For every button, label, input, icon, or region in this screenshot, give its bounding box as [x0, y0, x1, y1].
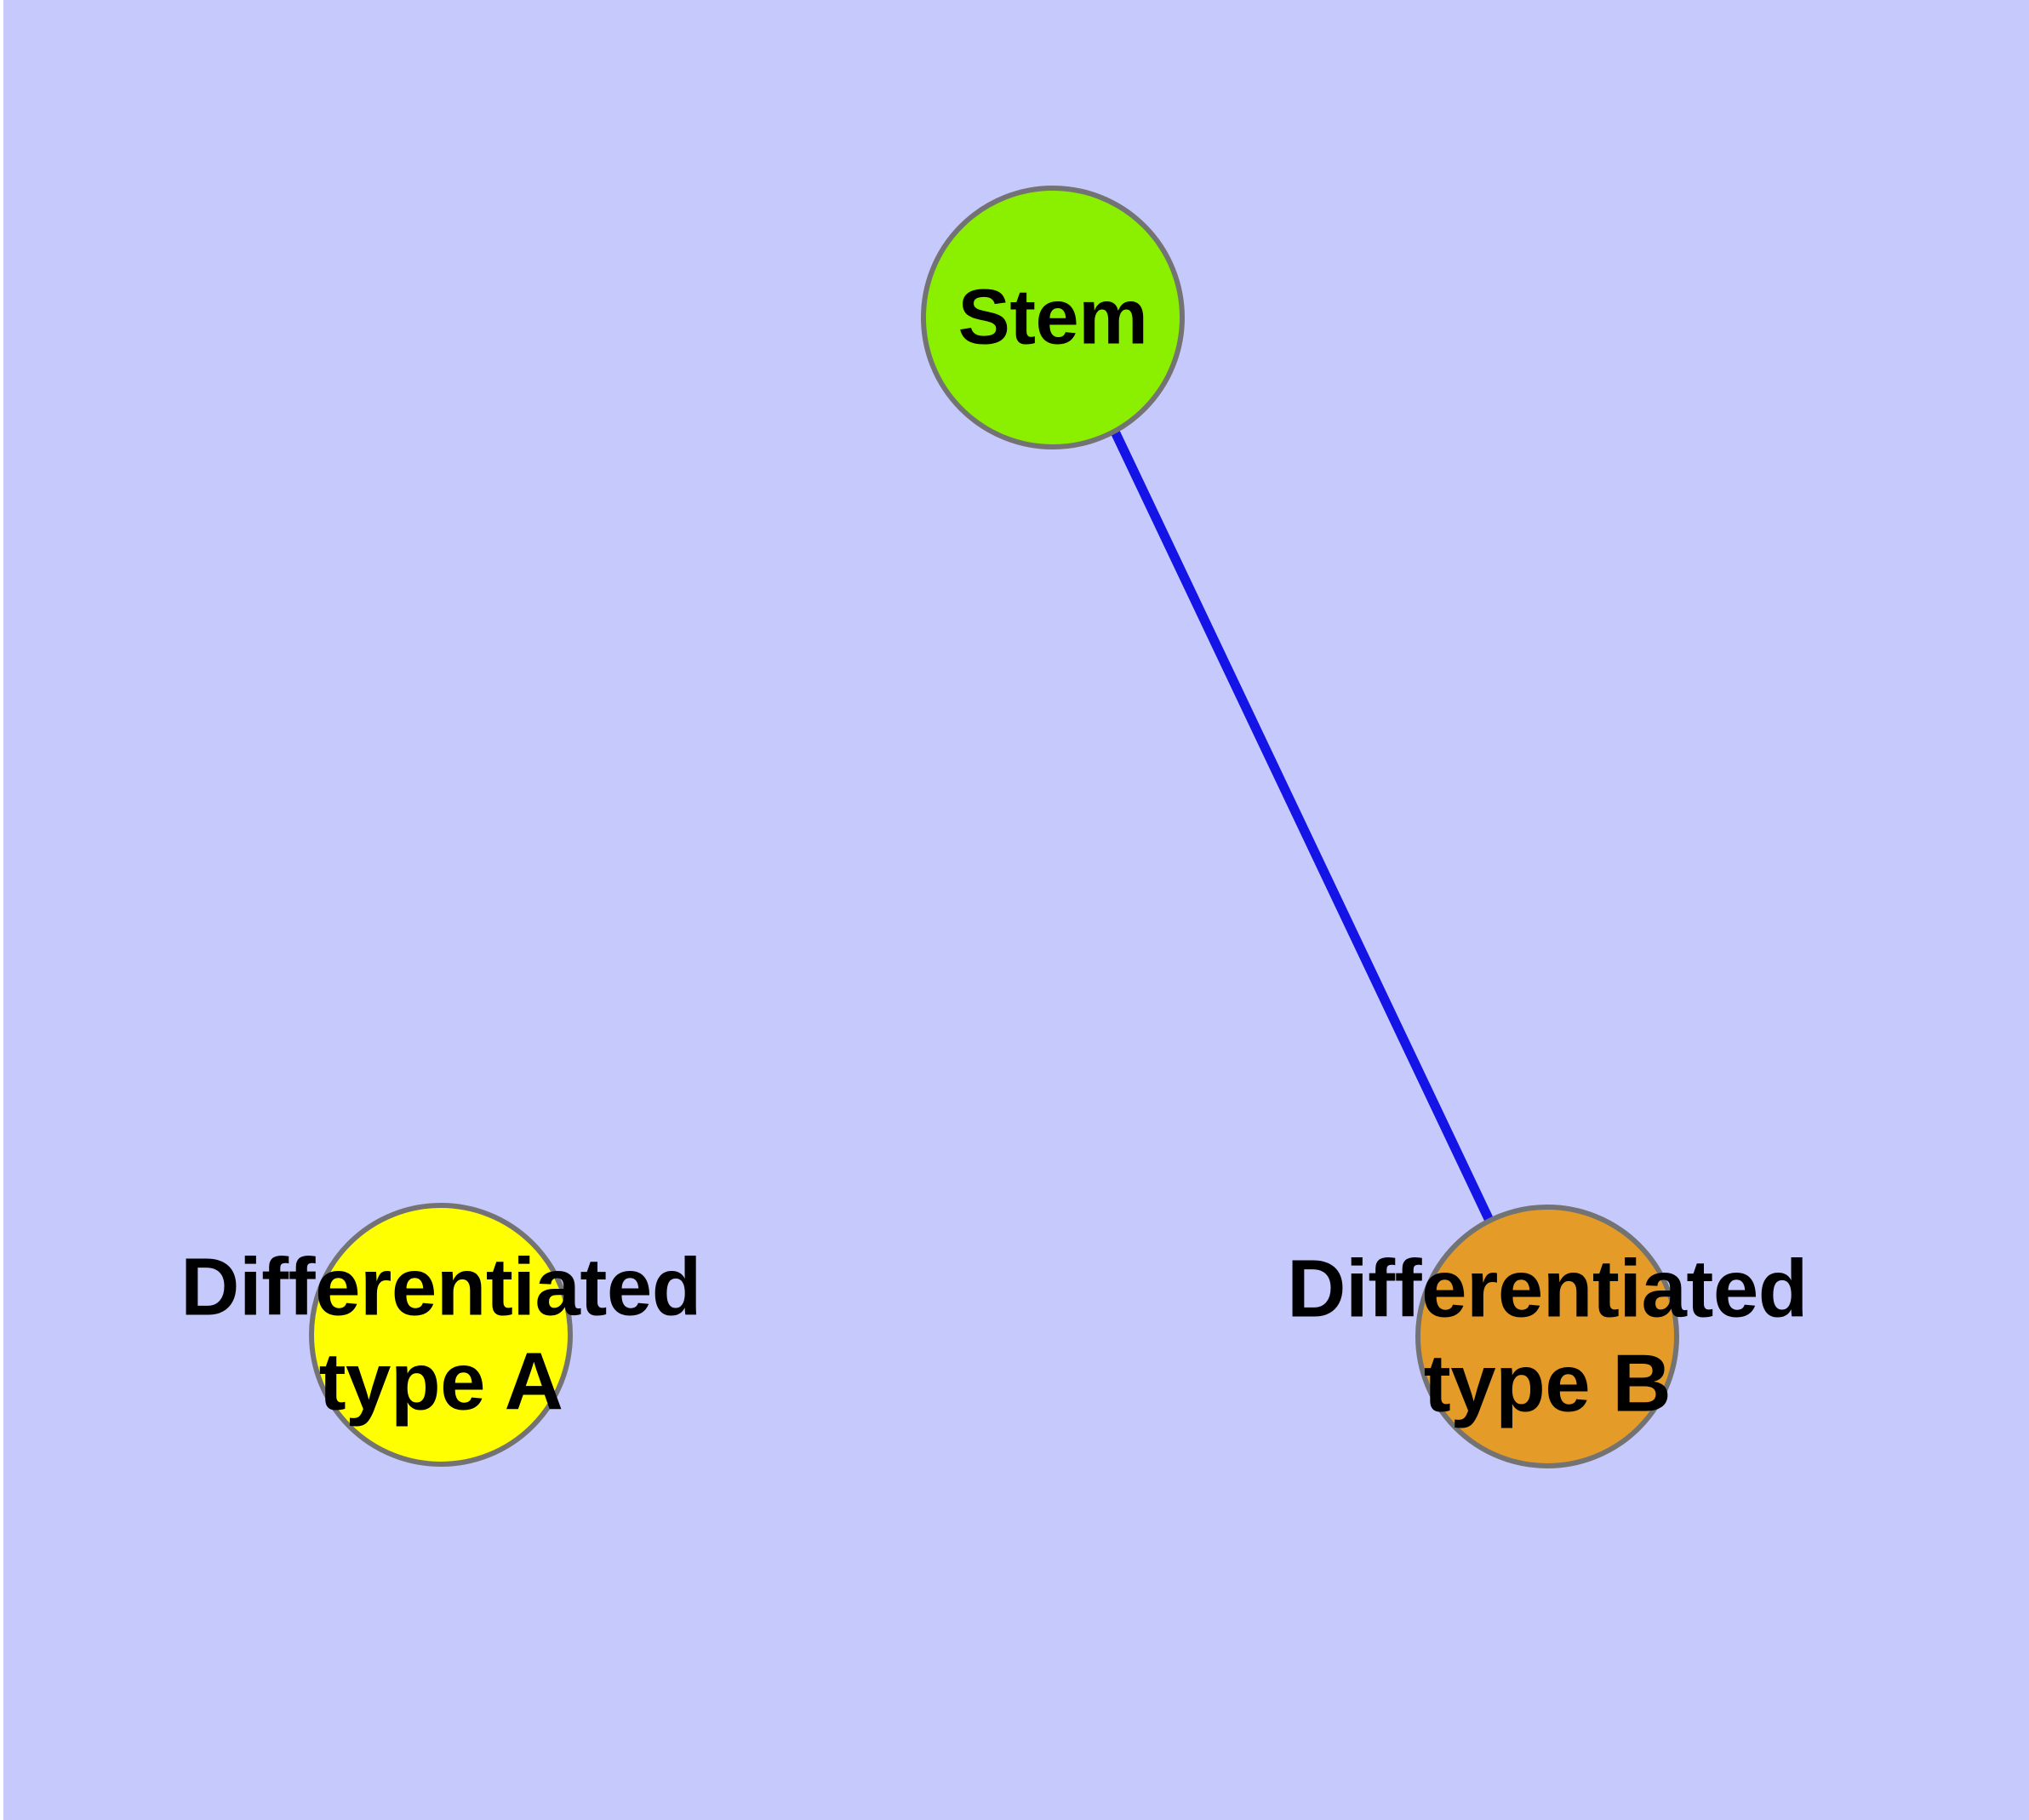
edge-stem-to-diff-b[interactable]	[1111, 429, 1496, 1228]
node-circle-diff-a[interactable]	[309, 1203, 573, 1467]
node-layer	[309, 186, 1679, 1468]
node-circle-stem[interactable]	[921, 186, 1185, 449]
node-circle-diff-b[interactable]	[1415, 1205, 1679, 1468]
edge-layer	[1111, 429, 1496, 1228]
